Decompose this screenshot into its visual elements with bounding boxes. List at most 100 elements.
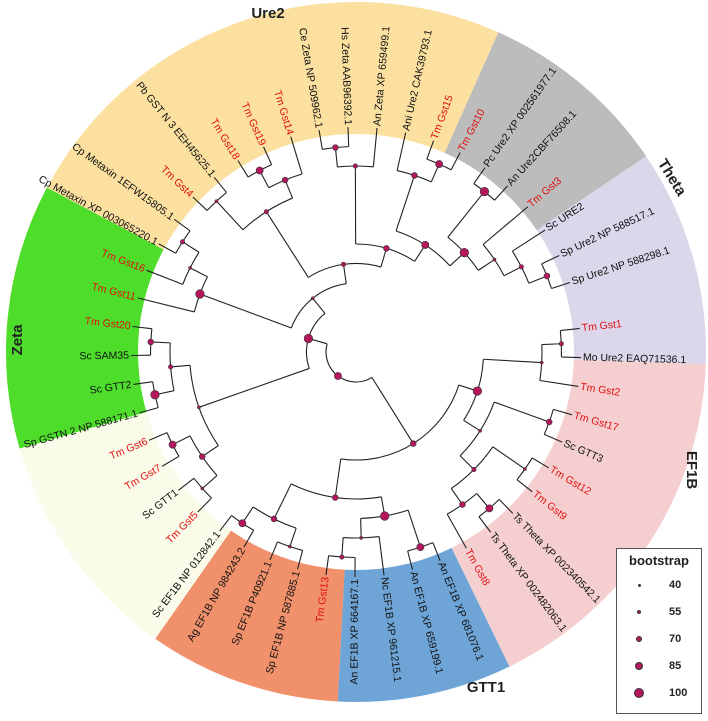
tree-branch [492,446,526,470]
leaf-label: Tm Gst20 [84,315,131,332]
bootstrap-node [214,199,219,203]
tree-branch [531,457,550,469]
tree-branch [201,445,219,458]
bootstrap-node [200,486,205,491]
clade-label-zeta: Zeta [9,324,26,356]
tree-branch [512,229,546,252]
tree-branch [360,518,362,538]
tree-branch [137,297,195,313]
bootstrap-node [539,360,544,365]
tree-branch [553,408,573,416]
tree-branch [494,401,550,423]
tree-branch [482,206,529,245]
tree-branch [325,555,330,576]
bootstrap-node [558,341,564,347]
bootstrap-node [523,467,527,471]
bootstrap-node [435,160,444,168]
legend-title: bootstrap [629,553,689,568]
legend-value: 100 [669,687,688,699]
bootstrap-node [263,209,269,215]
tree-branch [407,509,421,548]
tree-branch [170,364,191,368]
bootstrap-node [485,504,494,513]
tree-branch [450,152,461,171]
tree-branch [541,343,562,346]
tree-branch [483,358,542,364]
bootstrap-node [472,386,482,396]
leaf-label: Sc SAM35 [79,350,129,363]
legend-item: 40 [617,575,701,595]
legend-item: 100 [617,683,701,703]
tree-branch [263,146,273,165]
tree-branch [312,297,326,314]
bootstrap-node [198,453,206,460]
tree-branch [192,196,208,211]
tree-branch [426,140,435,160]
tree-branch [290,136,303,175]
tree-branch [560,327,580,332]
bootstrap-node [332,494,339,501]
tree-branch [528,275,548,284]
leaf-label: An EF1B XP 664167.1 [349,579,361,685]
bootstrap-node [188,266,192,270]
tree-branch [541,254,560,265]
tree-branch [133,381,153,386]
clade-label-ef1b: EF1B [683,451,700,490]
bootstrap-node [352,163,358,169]
tree-branch [334,147,338,167]
tree-branch [378,536,385,576]
tree-branch [173,218,191,232]
tree-branch [269,541,278,561]
bootstrap-node [339,554,345,560]
legend-value: 55 [669,606,682,618]
clade-label-gtt1: GTT1 [467,679,505,696]
tree-branch [498,499,514,514]
bootstrap-node [459,501,466,508]
bootstrap-node [238,519,247,528]
leaf-label: Mo Ure2 EAQ71536.1 [583,352,687,367]
tree-branch [199,293,292,329]
tree-branch [273,483,292,520]
tree-branch [198,367,310,408]
tree-branch [161,455,180,467]
tree-branch [372,127,378,167]
bootstrap-node [147,338,154,346]
tree-branch [446,513,467,549]
bootstrap-nodes [147,144,564,560]
tree-branch [178,477,195,491]
tree-branch [544,433,563,443]
legend-item: 85 [617,656,701,676]
bootstrap-node [416,543,425,552]
bootstrap-node [380,511,390,521]
bootstrap-node [421,241,430,249]
bootstrap-node [310,296,315,301]
bootstrap-node [180,239,186,245]
bootstrap-node [195,289,205,299]
bootstrap-node [303,333,313,344]
tree-branch [139,407,159,414]
legend-dot [634,661,644,671]
tree-branch [216,200,244,231]
tree-branch [494,185,509,201]
tree-branch [371,377,414,444]
tree-branch [473,167,486,184]
tree-branch [146,269,183,285]
tree-branch [450,488,463,505]
tree-branch [380,248,387,268]
tree-branch [243,529,255,548]
bootstrap-node [479,186,490,197]
bootstrap-node [546,418,553,426]
legend-value: 40 [669,579,682,591]
bootstrap-node [197,405,201,410]
tree-branch [341,537,344,558]
bootstrap-node [471,467,477,473]
bootstrap-node [383,245,390,252]
legend-dot [634,688,644,698]
tree-branch [158,243,177,254]
tree-branch [148,432,168,441]
legend-item: 70 [617,629,701,649]
bootstrap-node [518,264,524,270]
bootstrap-node [168,440,177,449]
bootstrap-node [410,440,417,447]
